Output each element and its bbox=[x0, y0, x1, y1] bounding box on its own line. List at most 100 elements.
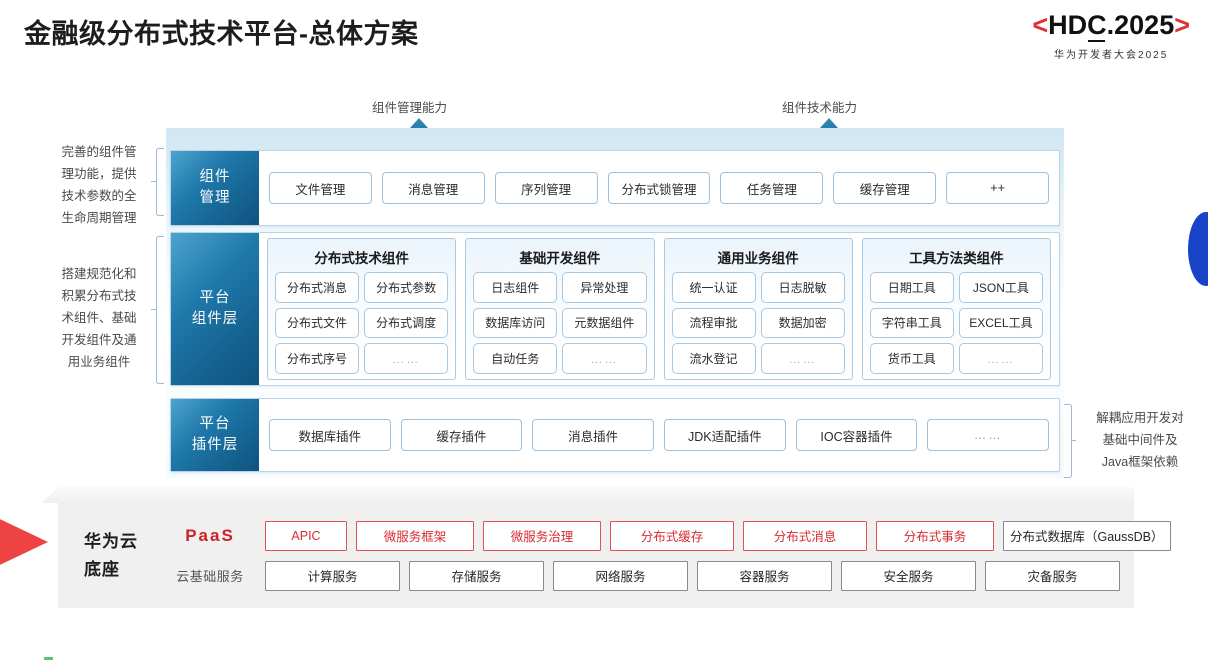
cell-metadata-component[interactable]: 元数据组件 bbox=[562, 307, 647, 339]
hdc-logo-part2: .2025 bbox=[1106, 10, 1175, 40]
paas-item-microservice-governance[interactable]: 微服务治理 bbox=[483, 520, 601, 551]
group-title-general-business: 通用业务组件 bbox=[717, 251, 799, 266]
chip-message-plugin[interactable]: 消息插件 bbox=[532, 419, 655, 451]
chip-sequence-management[interactable]: 序列管理 bbox=[494, 172, 598, 204]
brace-left-management bbox=[156, 148, 164, 216]
tab-component-management[interactable]: 组件 管理 bbox=[171, 151, 259, 225]
cell-process-approval[interactable]: 流程审批 bbox=[671, 307, 756, 339]
group-title-basic-development: 基础开发组件 bbox=[519, 251, 601, 266]
cloud-item-security[interactable]: 安全服务 bbox=[841, 560, 976, 591]
cell-database-access[interactable]: 数据库访问 bbox=[473, 307, 558, 339]
base-title: 华为云 底座 bbox=[84, 532, 138, 579]
cell-exception-handling[interactable]: 异常处理 bbox=[562, 272, 647, 303]
cloud-item-storage[interactable]: 存储服务 bbox=[409, 560, 544, 591]
cell-auto-task[interactable]: 自动任务 bbox=[473, 343, 558, 374]
cloud-item-container[interactable]: 容器服务 bbox=[697, 560, 832, 591]
page-title: 金融级分布式技术平台-总体方案 bbox=[24, 19, 419, 49]
brace-nub-left-management bbox=[151, 181, 156, 182]
chip-task-management[interactable]: 任务管理 bbox=[720, 172, 824, 204]
paas-item-distributed-transaction[interactable]: 分布式事务 bbox=[876, 520, 994, 551]
paas-item-microservice-framework[interactable]: 微服务框架 bbox=[356, 520, 474, 551]
brace-nub-left-components bbox=[151, 309, 156, 310]
chip-cache-management[interactable]: 缓存管理 bbox=[833, 172, 937, 204]
tab-platform-component-layer[interactable]: 平台 组件层 bbox=[171, 233, 259, 385]
hdc-logo: <HDC.2025> 华为开发者大会2025 bbox=[1032, 10, 1190, 62]
cell-log-component[interactable]: 日志组件 bbox=[473, 272, 558, 303]
platform-stack: 组件 管理 文件管理 消息管理 序列管理 分布式锁管理 任务管理 缓存管理 ++… bbox=[166, 128, 1064, 478]
hdc-logo-subtitle: 华为开发者大会2025 bbox=[1054, 50, 1169, 61]
cell-transaction-record[interactable]: 流水登记 bbox=[671, 343, 756, 374]
blue-lens-decoration bbox=[1188, 212, 1208, 286]
cell-distributed-schedule[interactable]: 分布式调度 bbox=[364, 307, 449, 339]
annotation-right-decoupling: 解耦应用开发对 基础中间件及 Java框架依赖 bbox=[1096, 411, 1184, 469]
angle-bracket-right-icon: > bbox=[1174, 10, 1190, 40]
row-body-management: 文件管理 消息管理 序列管理 分布式锁管理 任务管理 缓存管理 ++ bbox=[259, 151, 1059, 225]
chip-plugin-more[interactable]: …… bbox=[927, 419, 1050, 451]
paas-item-distributed-message[interactable]: 分布式消息 bbox=[743, 520, 867, 551]
cell-tool-more[interactable]: …… bbox=[958, 343, 1043, 374]
group-grid-basic-development: 日志组件 异常处理 数据库访问 元数据组件 自动任务 …… bbox=[473, 272, 647, 374]
brace-right-plugin bbox=[1064, 404, 1072, 478]
base-row-cloud: 云基础服务 计算服务 存储服务 网络服务 容器服务 安全服务 灾备服务 bbox=[164, 560, 1120, 591]
capability-label-management: 组件管理能力 bbox=[372, 101, 448, 115]
group-grid-distributed-technology: 分布式消息 分布式参数 分布式文件 分布式调度 分布式序号 …… bbox=[275, 272, 449, 374]
hdc-logo-main: <HDC.2025> bbox=[1032, 10, 1190, 42]
cloud-item-compute[interactable]: 计算服务 bbox=[265, 560, 400, 591]
hdc-logo-c: C bbox=[1087, 10, 1107, 42]
hdc-logo-part1: HD bbox=[1048, 10, 1088, 40]
paas-item-apic[interactable]: APIC bbox=[265, 520, 347, 551]
base-rows: PaaS APIC 微服务框架 微服务治理 分布式缓存 分布式消息 分布式事务 … bbox=[164, 503, 1171, 608]
base-bevel-decoration bbox=[42, 487, 1134, 503]
row-platform-plugin-layer: 平台 插件层 数据库插件 缓存插件 消息插件 JDK适配插件 IOC容器插件 …… bbox=[170, 398, 1060, 472]
row-component-management: 组件 管理 文件管理 消息管理 序列管理 分布式锁管理 任务管理 缓存管理 ++ bbox=[170, 150, 1060, 226]
chip-file-management[interactable]: 文件管理 bbox=[269, 172, 372, 204]
group-general-business: 通用业务组件 统一认证 日志脱敏 流程审批 数据加密 流水登记 …… bbox=[663, 238, 853, 380]
cloud-item-disaster-recovery[interactable]: 灾备服务 bbox=[985, 560, 1120, 591]
cell-distributed-parameter[interactable]: 分布式参数 bbox=[364, 272, 449, 303]
red-wedge-decoration bbox=[0, 502, 48, 582]
brace-nub-right-plugin bbox=[1071, 440, 1076, 441]
huawei-cloud-base: 华为云 底座 PaaS APIC 微服务框架 微服务治理 分布式缓存 分布式消息… bbox=[58, 503, 1171, 608]
cell-basic-dev-more[interactable]: …… bbox=[562, 343, 647, 374]
cell-unified-auth[interactable]: 统一认证 bbox=[671, 272, 756, 303]
tab-platform-plugin-layer[interactable]: 平台 插件层 bbox=[171, 399, 259, 471]
base-label-paas: PaaS bbox=[185, 525, 235, 545]
chip-message-management[interactable]: 消息管理 bbox=[381, 172, 485, 204]
annotation-left-components: 搭建规范化和 积累分布式技 术组件、基础 开发组件及通 用业务组件 bbox=[61, 267, 137, 369]
chip-database-plugin[interactable]: 数据库插件 bbox=[269, 419, 391, 451]
annotation-left-management: 完善的组件管 理功能，提供 技术参数的全 生命周期管理 bbox=[61, 145, 137, 225]
group-basic-development: 基础开发组件 日志组件 异常处理 数据库访问 元数据组件 自动任务 …… bbox=[465, 238, 655, 380]
group-title-distributed-technology: 分布式技术组件 bbox=[314, 251, 409, 266]
paas-item-distributed-cache[interactable]: 分布式缓存 bbox=[610, 520, 734, 551]
cell-string-tool[interactable]: 字符串工具 bbox=[869, 307, 954, 339]
cell-distributed-sequence[interactable]: 分布式序号 bbox=[275, 343, 360, 374]
cell-json-tool[interactable]: JSON工具 bbox=[958, 272, 1043, 303]
chip-jdk-adapter-plugin[interactable]: JDK适配插件 bbox=[664, 419, 786, 451]
chip-ioc-container-plugin[interactable]: IOC容器插件 bbox=[795, 419, 918, 451]
cloud-item-network[interactable]: 网络服务 bbox=[553, 560, 688, 591]
green-marker-decoration bbox=[44, 657, 53, 660]
component-group-container: 分布式技术组件 分布式消息 分布式参数 分布式文件 分布式调度 分布式序号 ……… bbox=[259, 233, 1059, 385]
group-distributed-technology: 分布式技术组件 分布式消息 分布式参数 分布式文件 分布式调度 分布式序号 …… bbox=[267, 238, 457, 380]
group-tool-methods: 工具方法类组件 日期工具 JSON工具 字符串工具 EXCEL工具 货币工具 …… bbox=[861, 238, 1051, 380]
base-row-paas: PaaS APIC 微服务框架 微服务治理 分布式缓存 分布式消息 分布式事务 … bbox=[164, 520, 1171, 551]
group-grid-tool-methods: 日期工具 JSON工具 字符串工具 EXCEL工具 货币工具 …… bbox=[869, 272, 1043, 374]
row-platform-component-layer: 平台 组件层 分布式技术组件 分布式消息 分布式参数 分布式文件 分布式调度 分… bbox=[170, 232, 1060, 386]
brace-left-components bbox=[156, 236, 164, 384]
angle-bracket-left-icon: < bbox=[1032, 10, 1049, 40]
cell-log-masking[interactable]: 日志脱敏 bbox=[760, 272, 845, 303]
chip-cache-plugin[interactable]: 缓存插件 bbox=[400, 419, 523, 451]
chip-distributed-lock-management[interactable]: 分布式锁管理 bbox=[607, 172, 711, 204]
paas-item-distributed-database[interactable]: 分布式数据库（GaussDB） bbox=[1003, 520, 1171, 551]
cell-currency-tool[interactable]: 货币工具 bbox=[869, 343, 954, 374]
cell-excel-tool[interactable]: EXCEL工具 bbox=[958, 307, 1043, 339]
cell-data-encryption[interactable]: 数据加密 bbox=[760, 307, 845, 339]
cell-date-tool[interactable]: 日期工具 bbox=[869, 272, 954, 303]
cell-distributed-file[interactable]: 分布式文件 bbox=[275, 307, 360, 339]
cell-distributed-message[interactable]: 分布式消息 bbox=[275, 272, 360, 303]
cell-general-business-more[interactable]: …… bbox=[760, 343, 845, 374]
row-body-plugin: 数据库插件 缓存插件 消息插件 JDK适配插件 IOC容器插件 …… bbox=[259, 399, 1059, 471]
cell-distributed-more[interactable]: …… bbox=[364, 343, 449, 374]
chip-add-more[interactable]: ++ bbox=[946, 172, 1050, 204]
